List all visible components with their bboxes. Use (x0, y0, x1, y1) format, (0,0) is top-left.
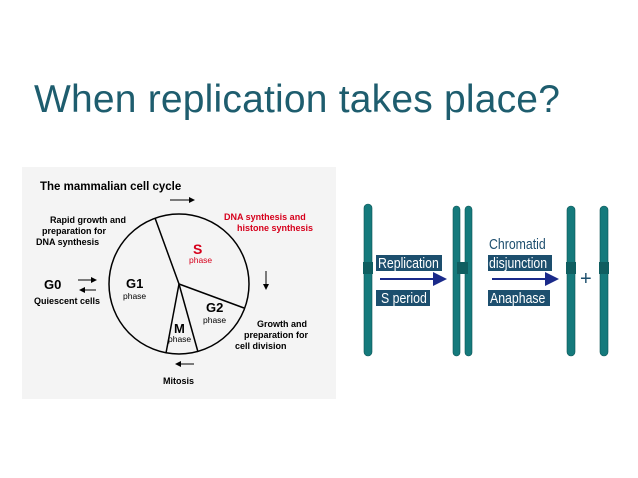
g1-note-line3: DNA synthesis (36, 237, 99, 247)
divider-m-g1 (165, 283, 180, 354)
disjunction-label: disjunction (489, 255, 548, 272)
m-phase-letter: M (174, 321, 185, 336)
chromatid-separated-right (599, 205, 609, 357)
g2-phase-word: phase (203, 315, 226, 325)
chromatid-label: Chromatid (489, 236, 546, 253)
s-note-line2: histone synthesis (237, 223, 313, 233)
s-period-label: S period (381, 290, 427, 307)
g0-label: G0 (44, 277, 61, 292)
g0-note: Quiescent cells (34, 296, 100, 306)
s-note-line1: DNA synthesis and (224, 212, 306, 222)
slide-title: When replication takes place? (34, 78, 561, 121)
g2-phase-letter: G2 (206, 300, 223, 315)
mitosis-label: Mitosis (163, 376, 194, 386)
divider-g1-s (154, 217, 180, 285)
replication-diagram: Replication S period Chromatid disjuncti… (351, 202, 622, 358)
s-phase-letter: S (193, 241, 202, 257)
chromosome-duplicated (452, 205, 473, 357)
g2-note-line3: cell division (235, 341, 287, 351)
g2-note-line2: preparation for (244, 330, 309, 340)
s-phase-word: phase (189, 255, 212, 265)
cell-cycle-heading: The mammalian cell cycle (40, 181, 181, 193)
replication-label: Replication (378, 255, 439, 272)
replication-svg (363, 203, 609, 357)
m-phase-word: phase (168, 334, 191, 344)
chromosome-single-left (363, 203, 373, 357)
g1-note-line1: Rapid growth and (50, 215, 126, 225)
g1-note-line2: preparation for (42, 226, 107, 236)
replication-label-box (376, 255, 442, 271)
cycle-circle (108, 213, 250, 355)
anaphase-label-box (488, 290, 550, 306)
g2-note-line1: Growth and (257, 319, 307, 329)
s-period-label-box (376, 290, 430, 306)
chromatid-separated-left (566, 205, 576, 357)
disjunction-label-box (488, 255, 552, 271)
g1-phase-word: phase (123, 291, 146, 301)
cell-cycle-svg: The mammalian cell cycle Rapid growth an… (34, 181, 313, 386)
plus-sign: + (580, 268, 592, 290)
divider-g2-m (178, 283, 199, 353)
cell-cycle-diagram: The mammalian cell cycle Rapid growth an… (22, 167, 336, 399)
anaphase-label: Anaphase (490, 290, 546, 307)
g1-phase-letter: G1 (126, 276, 143, 291)
divider-s-g2 (178, 283, 245, 309)
